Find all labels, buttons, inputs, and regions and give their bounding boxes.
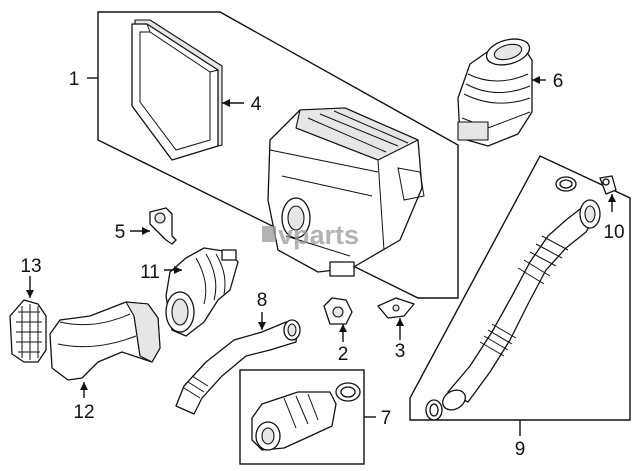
- callout-10: 10: [603, 222, 624, 243]
- mass-airflow-housing: [251, 382, 361, 451]
- air-duct: [49, 301, 161, 381]
- callout-3: 3: [395, 341, 406, 362]
- callout-2: 2: [338, 344, 349, 365]
- watermark-text: vparts: [278, 220, 359, 250]
- callout-4: 4: [251, 94, 262, 115]
- screen-grille: [9, 299, 47, 363]
- air-cleaner-housing: [267, 107, 425, 277]
- callout-5: 5: [115, 222, 126, 243]
- callout-11: 11: [140, 262, 160, 283]
- intake-hose: [425, 176, 601, 421]
- sensor-part-10: [599, 175, 617, 195]
- callout-13: 13: [20, 256, 41, 277]
- air-filter-element: [131, 19, 223, 161]
- callout-9: 9: [515, 439, 526, 460]
- callout-6: 6: [553, 71, 564, 92]
- mount-part-2: [323, 297, 353, 325]
- bracket-part-3: [377, 297, 415, 319]
- callout-1: 1: [69, 69, 80, 90]
- hose-part-8: [175, 319, 301, 415]
- inlet-duct: [457, 38, 533, 147]
- callout-7: 7: [381, 408, 392, 429]
- group-frame-1: [97, 11, 459, 299]
- watermark: vparts: [262, 220, 359, 250]
- callout-12: 12: [73, 402, 94, 423]
- callout-8: 8: [257, 290, 268, 311]
- intake-elbow: [165, 247, 239, 337]
- clip-part-5: [149, 207, 177, 245]
